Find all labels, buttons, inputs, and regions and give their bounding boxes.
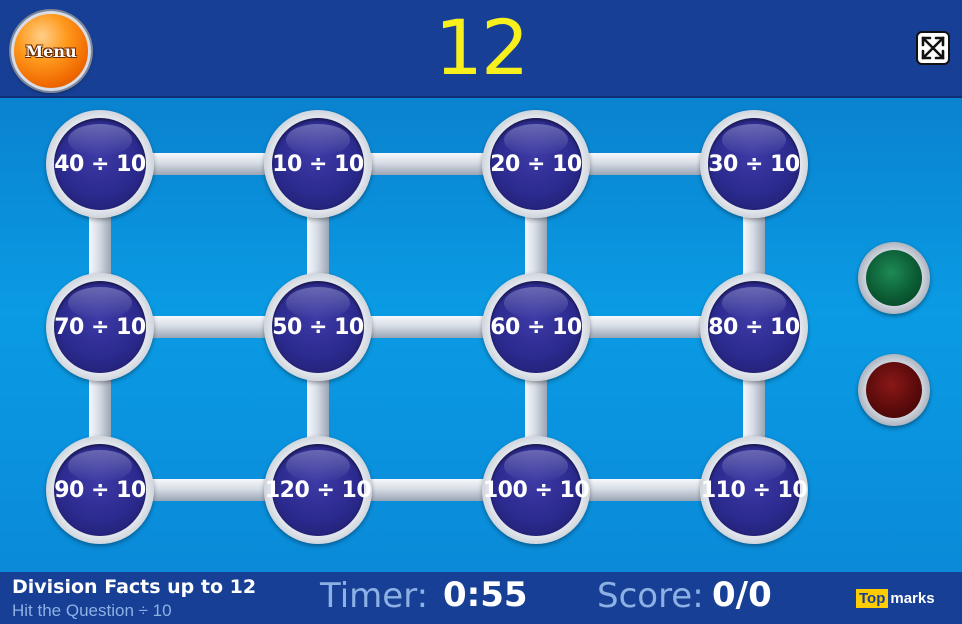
target-number: 12 — [434, 3, 530, 92]
question-button[interactable]: 40 ÷ 10 — [46, 110, 154, 218]
question-button[interactable]: 20 ÷ 10 — [482, 110, 590, 218]
menu-button-label: Menu — [25, 41, 77, 61]
question-button[interactable]: 10 ÷ 10 — [264, 110, 372, 218]
menu-button[interactable]: Menu — [11, 11, 91, 91]
question-button[interactable]: 120 ÷ 10 — [264, 436, 372, 544]
question-button[interactable]: 60 ÷ 10 — [482, 273, 590, 381]
pipe-connector — [100, 479, 318, 501]
question-label: 80 ÷ 10 — [708, 314, 800, 340]
question-label: 100 ÷ 10 — [482, 477, 590, 503]
green-light-icon — [858, 242, 930, 314]
red-light-icon — [858, 354, 930, 426]
timer-value: 0:55 — [443, 575, 528, 615]
question-button[interactable]: 50 ÷ 10 — [264, 273, 372, 381]
question-label: 10 ÷ 10 — [272, 151, 364, 177]
game-title: Division Facts up to 12 — [12, 576, 257, 598]
pipe-connector — [536, 153, 754, 175]
question-label: 30 ÷ 10 — [708, 151, 800, 177]
question-label: 20 ÷ 10 — [490, 151, 582, 177]
topmarks-logo[interactable]: Top marks — [856, 586, 935, 610]
top-bar: Menu 12 — [0, 0, 962, 98]
logo-marks-text: marks — [890, 589, 935, 607]
pipe-connector — [536, 479, 754, 501]
pipe-connector — [318, 479, 536, 501]
pipe-connector — [100, 316, 318, 338]
bottom-bar: Division Facts up to 12 Hit the Question… — [0, 572, 962, 624]
question-label: 40 ÷ 10 — [54, 151, 146, 177]
pipe-connector — [318, 153, 536, 175]
score-label: Score: — [597, 576, 704, 616]
question-button[interactable]: 110 ÷ 10 — [700, 436, 808, 544]
question-label: 50 ÷ 10 — [272, 314, 364, 340]
question-label: 90 ÷ 10 — [54, 477, 146, 503]
logo-top-text: Top — [856, 588, 889, 608]
pipe-connector — [318, 316, 536, 338]
score-value: 0/0 — [712, 575, 772, 615]
question-label: 70 ÷ 10 — [54, 314, 146, 340]
timer-label: Timer: — [320, 576, 429, 616]
question-button[interactable]: 100 ÷ 10 — [482, 436, 590, 544]
question-button[interactable]: 90 ÷ 10 — [46, 436, 154, 544]
pipe-connector — [536, 316, 754, 338]
pipe-connector — [100, 153, 318, 175]
question-button[interactable]: 80 ÷ 10 — [700, 273, 808, 381]
game-board: 40 ÷ 10 10 ÷ 10 20 ÷ 10 30 ÷ 10 70 ÷ 10 … — [0, 98, 962, 572]
game-subtitle: Hit the Question ÷ 10 — [12, 601, 172, 620]
question-label: 120 ÷ 10 — [264, 477, 372, 503]
fullscreen-button[interactable] — [916, 31, 950, 65]
question-label: 110 ÷ 10 — [700, 477, 808, 503]
question-button[interactable]: 70 ÷ 10 — [46, 273, 154, 381]
question-label: 60 ÷ 10 — [490, 314, 582, 340]
question-button[interactable]: 30 ÷ 10 — [700, 110, 808, 218]
